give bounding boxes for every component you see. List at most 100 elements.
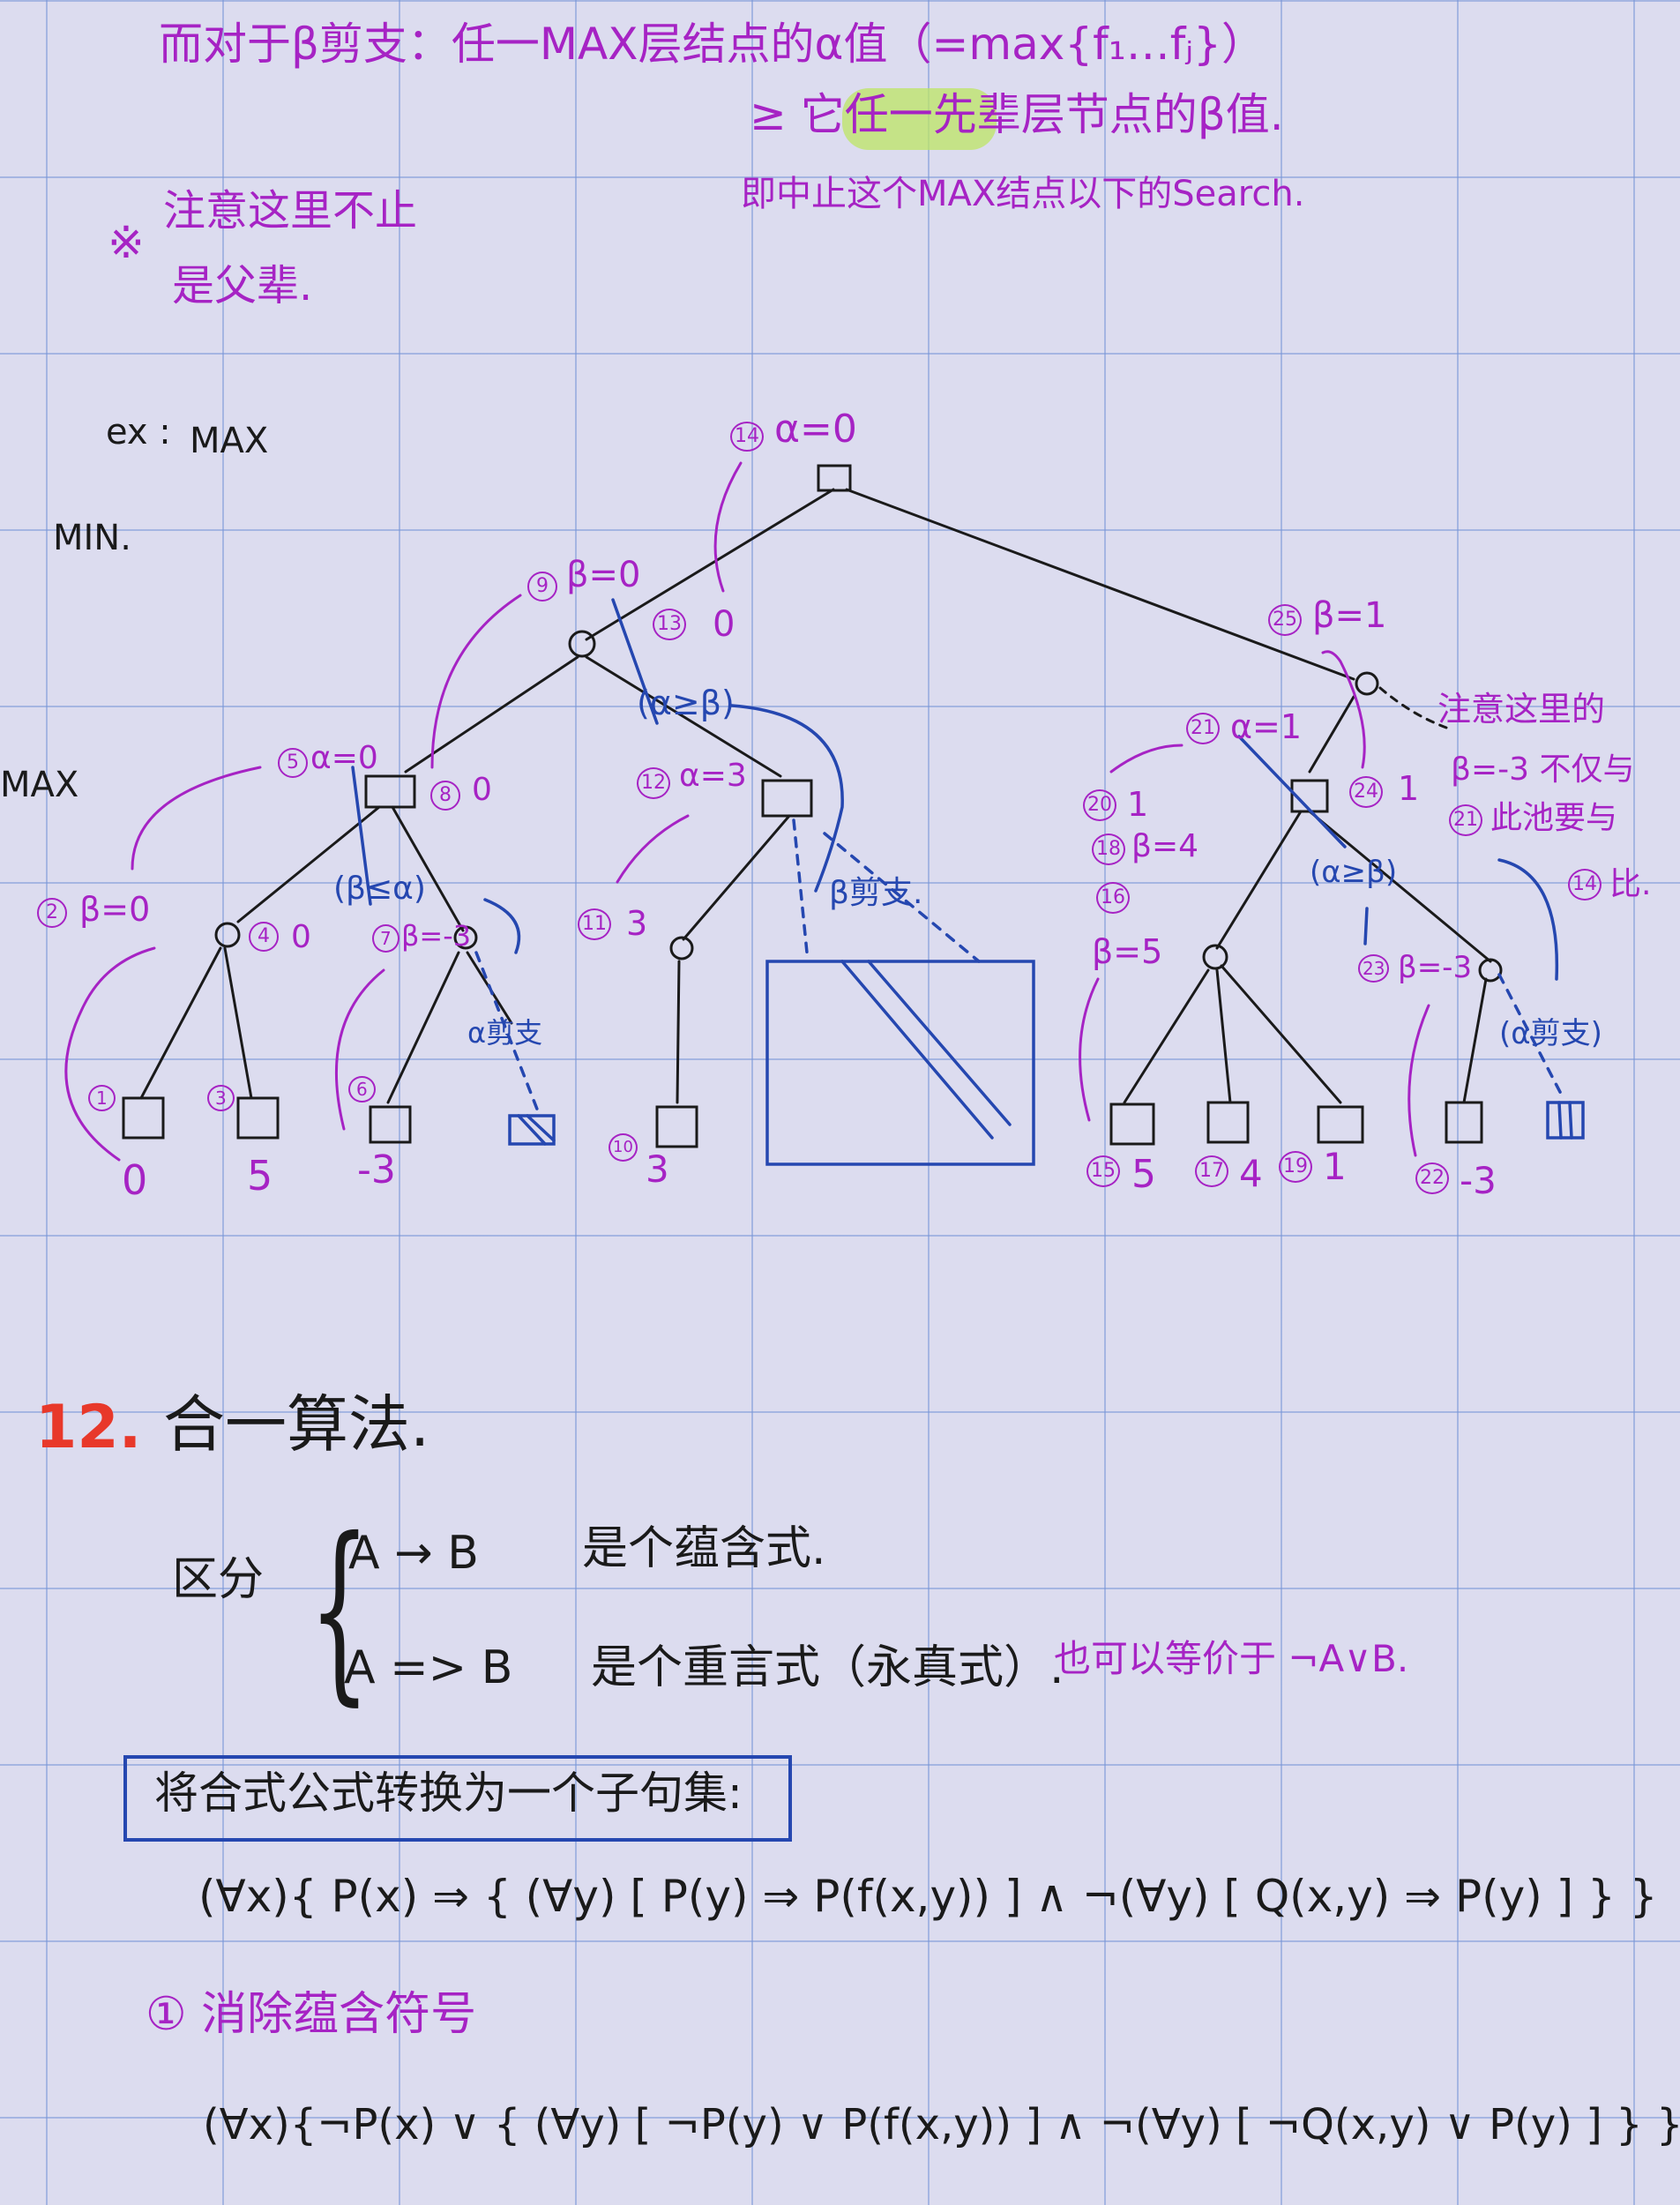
- step-badge: 18: [1092, 833, 1125, 865]
- cut-line: [611, 598, 659, 725]
- edge: [1220, 964, 1342, 1104]
- step-arrow: [1407, 1004, 1430, 1157]
- edge: [386, 951, 460, 1104]
- note-not-only: 注意这里不止: [163, 186, 418, 235]
- cut-line: [351, 766, 372, 906]
- cut-condition: (α≥β): [637, 684, 735, 722]
- step-badge: 4: [249, 922, 279, 952]
- step-badge: 14: [730, 422, 764, 452]
- note-right-3: 此池要与: [1490, 800, 1618, 836]
- leaf-value: 5: [1131, 1152, 1156, 1197]
- note-mark-icon: ※: [108, 217, 145, 268]
- min-node-lr: [453, 925, 478, 950]
- dashed-edge: [823, 832, 981, 963]
- edge: [139, 946, 222, 1100]
- alpha-cut-right: (α剪支): [1499, 1016, 1602, 1051]
- step-eliminate-implication: ① 消除蕴含符号: [146, 1988, 477, 2041]
- edge: [391, 805, 465, 932]
- label-max-top: MAX: [190, 421, 269, 461]
- dashed-edge: [1497, 973, 1563, 1095]
- implication-formula: A → B: [348, 1527, 479, 1580]
- beta-cut-rule-line2: ≥ 它任一先辈层节点的β值.: [750, 89, 1284, 140]
- note-right-2: β=-3 不仅与: [1451, 751, 1635, 788]
- leaf-value: 1: [1323, 1145, 1347, 1188]
- tautology-desc: 是个重言式（永真式）.: [591, 1641, 1064, 1694]
- step-badge: 3: [207, 1085, 235, 1111]
- step-arrow: [131, 766, 262, 871]
- label-min: MIN.: [53, 518, 131, 558]
- edge: [1123, 968, 1210, 1104]
- step-badge: 10: [609, 1133, 638, 1162]
- step-badge: 22: [1415, 1162, 1449, 1194]
- formula-step1: (∀x){¬P(x) ∨ { (∀y) [ ¬P(y) ∨ P(f(x,y)) …: [203, 2100, 1680, 2149]
- root-alpha: α=0: [774, 407, 857, 452]
- min-node-left: [568, 630, 596, 658]
- min-ll-beta: β=0: [79, 890, 151, 929]
- step-badge: 19: [1279, 1151, 1312, 1183]
- leaf-node: [369, 1105, 412, 1144]
- max-right-return: 1: [1398, 769, 1420, 808]
- step-badge: 7: [372, 924, 399, 953]
- beta-le-alpha: (β≤α): [333, 871, 426, 907]
- step-badge: 9: [527, 572, 557, 602]
- min-ll-return: 0: [291, 919, 311, 955]
- leaf-value: -3: [357, 1147, 396, 1192]
- edge: [1215, 810, 1303, 950]
- max-left-alpha: α=0: [310, 740, 378, 776]
- curve-arrow: [483, 898, 521, 954]
- min-node-rl: [1202, 944, 1228, 970]
- edge: [682, 814, 791, 941]
- note-right-4: 比.: [1609, 866, 1652, 902]
- note-parent: 是父辈.: [172, 261, 313, 310]
- label-ex: ex :: [106, 412, 171, 452]
- min-node-rr: [1478, 958, 1503, 983]
- step-arrow: [1321, 650, 1366, 769]
- alpha-cut-label: α剪支: [467, 1016, 543, 1050]
- game-tree-diagram: [64, 461, 1585, 1166]
- step-badge: 2: [37, 898, 67, 928]
- distinguish-label: 区分: [172, 1553, 265, 1606]
- strike: [1568, 1101, 1573, 1140]
- leaf-node: [236, 1096, 280, 1140]
- dashed-edge: [792, 818, 809, 954]
- edge: [1462, 977, 1488, 1104]
- min-node-ll: [214, 922, 241, 948]
- leaf-value: 0: [122, 1156, 148, 1204]
- highlight-marker: [842, 88, 997, 150]
- edge: [585, 488, 835, 641]
- cut-line: [1237, 735, 1347, 848]
- step-badge: 24: [1349, 776, 1383, 808]
- edge: [404, 655, 579, 774]
- step-badge: 12: [637, 767, 670, 799]
- step-arrow: [1079, 977, 1100, 1122]
- step-arrow: [1109, 744, 1183, 774]
- label-max: MAX: [0, 765, 79, 805]
- leaf-node: [655, 1105, 698, 1148]
- step-badge: 11: [578, 908, 611, 940]
- tautology-formula: A => B: [344, 1641, 513, 1694]
- step-badge: 14: [1568, 869, 1602, 901]
- edge: [1215, 968, 1232, 1104]
- step-badge: 20: [1083, 789, 1116, 821]
- conversion-title: 将合式公式转换为一个子句集:: [154, 1768, 743, 1819]
- leaf-node: [1317, 1105, 1364, 1144]
- leaf-node: [122, 1096, 165, 1140]
- step-badge: 15: [1086, 1155, 1120, 1187]
- min-node-ml: [669, 936, 694, 960]
- strike: [840, 960, 994, 1140]
- edge: [845, 488, 1355, 681]
- step-badge: 17: [1195, 1155, 1228, 1187]
- max-left-return: 0: [472, 772, 492, 808]
- max-mid-alpha: α=3: [679, 758, 747, 794]
- section-number: 12.: [35, 1393, 142, 1462]
- step-badge: 21: [1449, 804, 1482, 836]
- cut-line: [1363, 907, 1369, 946]
- cut-condition-right: (α≥β): [1310, 855, 1398, 890]
- dashed-pointer: [1378, 686, 1448, 729]
- min-left-return: 0: [713, 604, 735, 645]
- note-right-1: 注意这里的: [1437, 690, 1606, 729]
- edge: [236, 805, 381, 923]
- step-badge: 13: [653, 609, 686, 640]
- equivalence-note: 也可以等价于 ¬A∨B.: [1054, 1637, 1409, 1680]
- strike: [1557, 1101, 1563, 1140]
